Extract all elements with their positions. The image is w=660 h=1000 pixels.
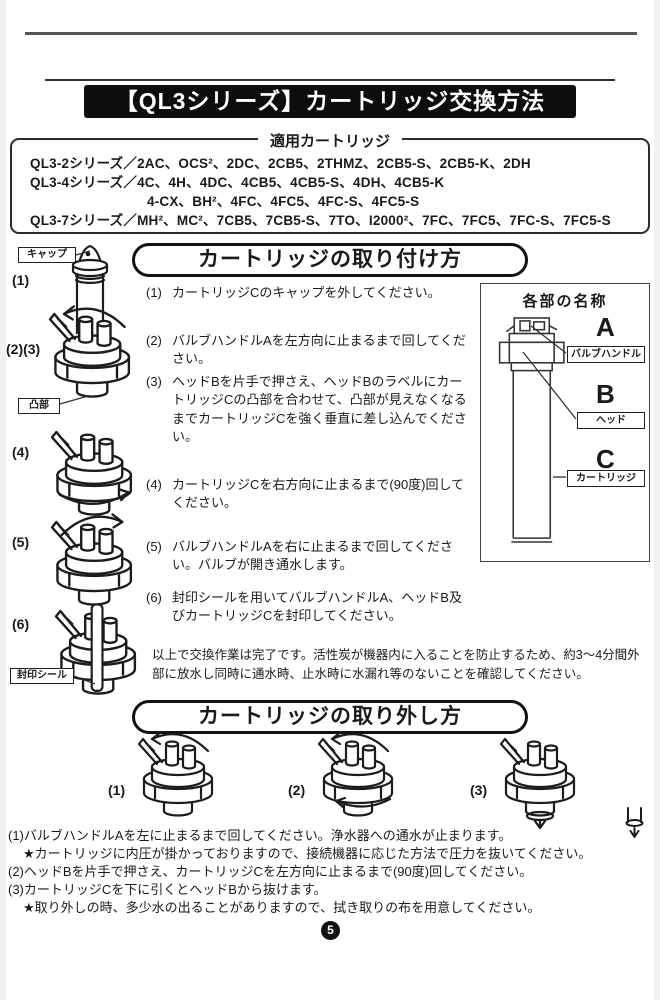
step-text: バルブハンドルAを左方向に止まるまで回してください。 [172, 333, 466, 367]
scan-artifact-line [25, 32, 637, 35]
install-head-figure-step5 [50, 513, 133, 606]
scan-edge-right [654, 0, 660, 1000]
install-fig-label-23: (2)(3) [6, 341, 41, 357]
install-section-title: カートリッジの取り付け方 [132, 243, 528, 277]
step-number: (1) [146, 285, 162, 300]
scan-edge-left [0, 0, 6, 1000]
step-number: (2) [146, 333, 162, 348]
removal-fig-label-2: (2) [288, 782, 306, 798]
step-number: (5) [146, 539, 162, 554]
removal-step-warning: ★取り外しの時、多少水の出ることがありますので、拭き取りの布を用意してください。 [23, 900, 541, 915]
removal-fig-label-3: (3) [470, 782, 488, 798]
page-number-badge: 5 [321, 921, 340, 940]
install-complete-note: 以上で交換作業は完了です。活性炭が機器内に入ることを防止するため、約3～4分間外… [152, 648, 640, 682]
removal-step: (1)バルブハンドルAを左に止まるまで回してください。浄水器への通水が止まります… [8, 828, 512, 843]
step-number: (4) [146, 477, 162, 492]
install-fig-label-6: (6) [12, 616, 30, 632]
part-label-cartridge: カートリッジ [567, 470, 645, 487]
tab-callout-label: 凸部 [18, 398, 60, 414]
purifier-front-figure [498, 317, 565, 543]
page-title: 【QL3シリーズ】カートリッジ交換方法 [84, 85, 576, 118]
scan-fragment-figure [625, 807, 644, 838]
applicable-cartridge-box: 適用カートリッジ QL3-2シリーズ／2AC、OCS²、2DC、2CB5、2TH… [10, 130, 650, 234]
step-text: 封印シールを用いてバルブハンドルA、ヘッドB及びカートリッジCを封印してください… [172, 590, 462, 624]
install-fig-label-5: (5) [12, 534, 30, 550]
part-letter-a: A [596, 312, 615, 342]
cap-callout-label: キャップ [18, 247, 76, 263]
parts-name-panel: 各部の名称 A バルブハンドル B ヘッド C カートリッジ [480, 283, 650, 562]
part-label-valve-handle: バルブハンドル [567, 346, 645, 363]
install-head-figure-step4 [50, 430, 133, 516]
part-label-head: ヘッド [577, 412, 645, 429]
install-step: (1) カートリッジCのキャップを外してください。 [146, 284, 472, 302]
step-text: カートリッジCを右方向に止まるまで(90度)回してください。 [172, 477, 465, 511]
part-letter-c: C [596, 444, 615, 474]
step-number: (6) [146, 590, 162, 605]
removal-head-figure-3 [499, 737, 576, 829]
install-fig-label-4: (4) [12, 444, 30, 460]
install-step: (4) カートリッジCを右方向に止まるまで(90度)回してください。 [146, 476, 472, 513]
step-text: カートリッジCのキャップを外してください。 [172, 285, 441, 300]
removal-head-figure-2 [317, 730, 394, 817]
part-letter-b: B [596, 379, 615, 409]
install-head-figure-step6 [54, 603, 137, 695]
applicable-row: QL3-2シリーズ／2AC、OCS²、2DC、2CB5、2THMZ、2CB5-S… [30, 156, 531, 171]
step-text: バルブハンドルAを右に止まるまで回してください。バルブが開き通水します。 [172, 539, 453, 573]
applicable-row: QL3-4シリーズ／4C、4H、4DC、4CB5、4CB5-S、4DH、4CB5… [30, 175, 445, 190]
install-step: (2) バルブハンドルAを左方向に止まるまで回してください。 [146, 332, 472, 369]
install-head-figure-step23 [48, 305, 131, 398]
install-step: (5) バルブハンドルAを右に止まるまで回してください。バルブが開き通水します。 [146, 538, 472, 575]
step-number: (3) [146, 374, 162, 389]
install-step: (3) ヘッドBを片手で押さえ、ヘッドBのラベルにカートリッジCの凸部を合わせて… [146, 373, 472, 447]
removal-fig-label-1: (1) [108, 782, 126, 798]
removal-step: (2)ヘッドBを片手で押さえ、カートリッジCを左方向に止まるまで(90度)回して… [8, 864, 533, 879]
removal-steps: (1)バルブハンドルAを左に止まるまで回してください。浄水器への通水が止まります… [8, 827, 656, 917]
applicable-row: QL3-7シリーズ／MH²、MC²、7CB5、7CB5-S、7TO、I2000²… [30, 213, 611, 228]
removal-section-title: カートリッジの取り外し方 [132, 700, 528, 734]
removal-head-figure-1 [137, 730, 214, 817]
removal-step: (3)カートリッジCを下に引くとヘッドBから抜けます。 [8, 882, 327, 897]
install-fig-label-1: (1) [12, 272, 30, 288]
applicable-cartridge-header: 適用カートリッジ [257, 130, 403, 151]
parts-panel-title: 各部の名称 [522, 293, 608, 310]
applicable-row: 4-CX、BH²、4FC、4FC5、4FC-S、4FC5-S [147, 194, 420, 209]
seal-callout-label: 封印シール [10, 668, 74, 684]
removal-step-warning: ★カートリッジに内圧が掛かっておりますので、接続機器に応じた方法で圧力を抜いてく… [23, 846, 592, 861]
scan-artifact-line [45, 79, 615, 81]
install-step: (6) 封印シールを用いてバルブハンドルA、ヘッドB及びカートリッジCを封印して… [146, 589, 472, 626]
step-text: ヘッドBを片手で押さえ、ヘッドBのラベルにカートリッジCの凸部を合わせて、凸部が… [172, 374, 467, 445]
